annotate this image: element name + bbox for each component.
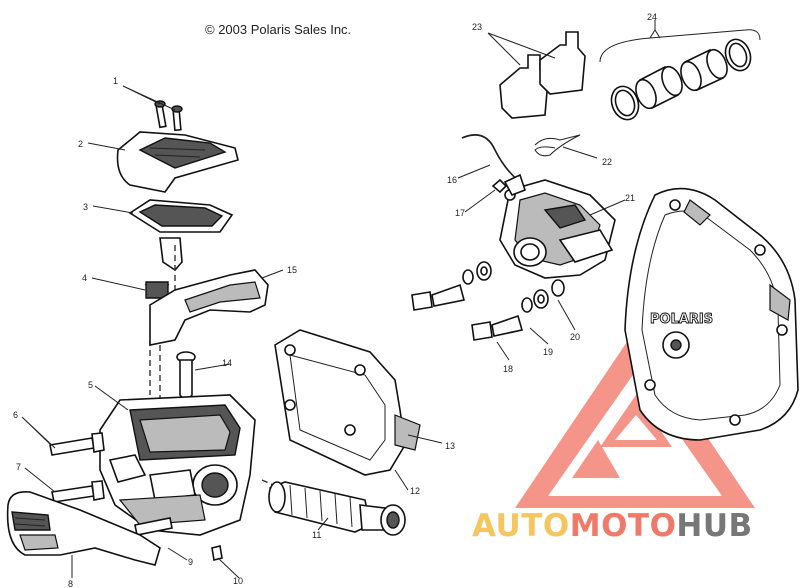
reservoir-diaphragm: [128, 199, 234, 272]
retaining-clip: [534, 134, 581, 157]
copyright-text: © 2003 Polaris Sales Inc.: [205, 22, 352, 37]
callout-10: 10: [233, 576, 243, 586]
callout-18: 18: [503, 364, 513, 374]
callout-14: 14: [222, 358, 232, 368]
watermark-auto: AUTO: [472, 508, 570, 544]
callout-labels: 1 2 3 4 5 6 7 8 9 10 11 12 13 14 15 16 1…: [13, 12, 657, 588]
caliper-pistons: [599, 29, 761, 121]
callout-21: 21: [625, 193, 635, 203]
caliper-bolts: [411, 261, 565, 341]
callout-12: 12: [410, 486, 420, 496]
callout-19: 19: [543, 347, 553, 357]
callout-5: 5: [88, 380, 93, 390]
callout-8: 8: [68, 579, 73, 588]
leader-lines: [21, 20, 656, 579]
watermark-triangle: [515, 330, 755, 508]
callout-23: 23: [472, 22, 482, 32]
callout-11: 11: [312, 530, 321, 540]
callout-9: 9: [188, 557, 193, 567]
reservoir-cover: [116, 131, 239, 193]
brake-hose: [461, 134, 521, 183]
pivot-pin: [176, 351, 196, 404]
watermark-moto: MOTO: [569, 508, 677, 544]
handlebar-clamp: [6, 490, 161, 566]
callout-7: 7: [16, 462, 21, 472]
master-cylinder-body: [99, 394, 256, 536]
watermark-text: AUTOMOTOHUB: [472, 508, 753, 544]
callout-20: 20: [570, 332, 580, 342]
callout-22: 22: [602, 157, 612, 167]
callout-6: 6: [13, 410, 18, 420]
watermark-hub: HUB: [676, 508, 753, 544]
brake-pads: [499, 31, 586, 119]
callout-13: 13: [445, 441, 455, 451]
grip-sleeve: [268, 481, 406, 536]
engine-cover: POLARIS: [624, 187, 799, 441]
bleeder-screw: [491, 178, 508, 194]
switch-housing: [274, 329, 421, 476]
callout-3: 3: [83, 202, 88, 212]
clamp-bolts: [49, 432, 173, 536]
callout-2: 2: [78, 139, 83, 149]
callout-16: 16: [447, 175, 457, 185]
callout-24: 24: [647, 12, 657, 22]
callout-15: 15: [287, 265, 297, 275]
set-screw: [211, 545, 223, 561]
callout-4: 4: [82, 273, 87, 283]
callout-17: 17: [455, 208, 465, 218]
brake-lever: [149, 269, 269, 346]
brake-caliper: [499, 173, 616, 279]
polaris-logo-text: POLARIS: [650, 312, 713, 327]
cover-screws: [154, 100, 183, 132]
callout-1: 1: [113, 76, 118, 86]
